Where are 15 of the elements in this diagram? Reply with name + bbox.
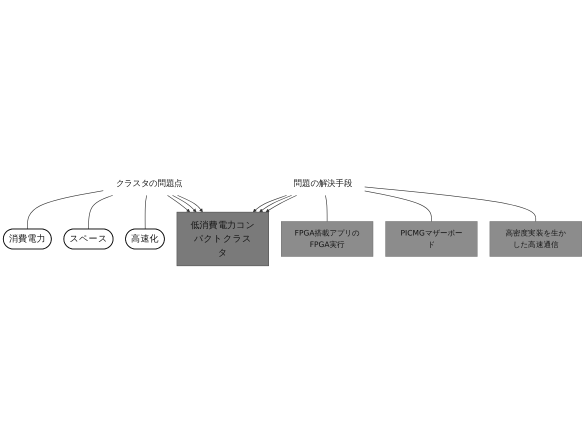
node-box: 低消費電力コンパクトクラスタ [176, 212, 269, 266]
connector [144, 194, 147, 230]
arrow [167, 194, 190, 212]
arrow [172, 194, 196, 212]
arrow [177, 194, 203, 212]
connector [364, 190, 432, 222]
connector [325, 194, 328, 222]
connector [27, 190, 104, 230]
node-text: 問題の解決手段 [294, 178, 352, 188]
connector [364, 186, 536, 222]
connector [88, 194, 114, 230]
arrow [266, 194, 297, 212]
arrow [259, 194, 292, 212]
arrow [252, 194, 287, 212]
node-text: クラスタの問題点 [116, 178, 183, 188]
